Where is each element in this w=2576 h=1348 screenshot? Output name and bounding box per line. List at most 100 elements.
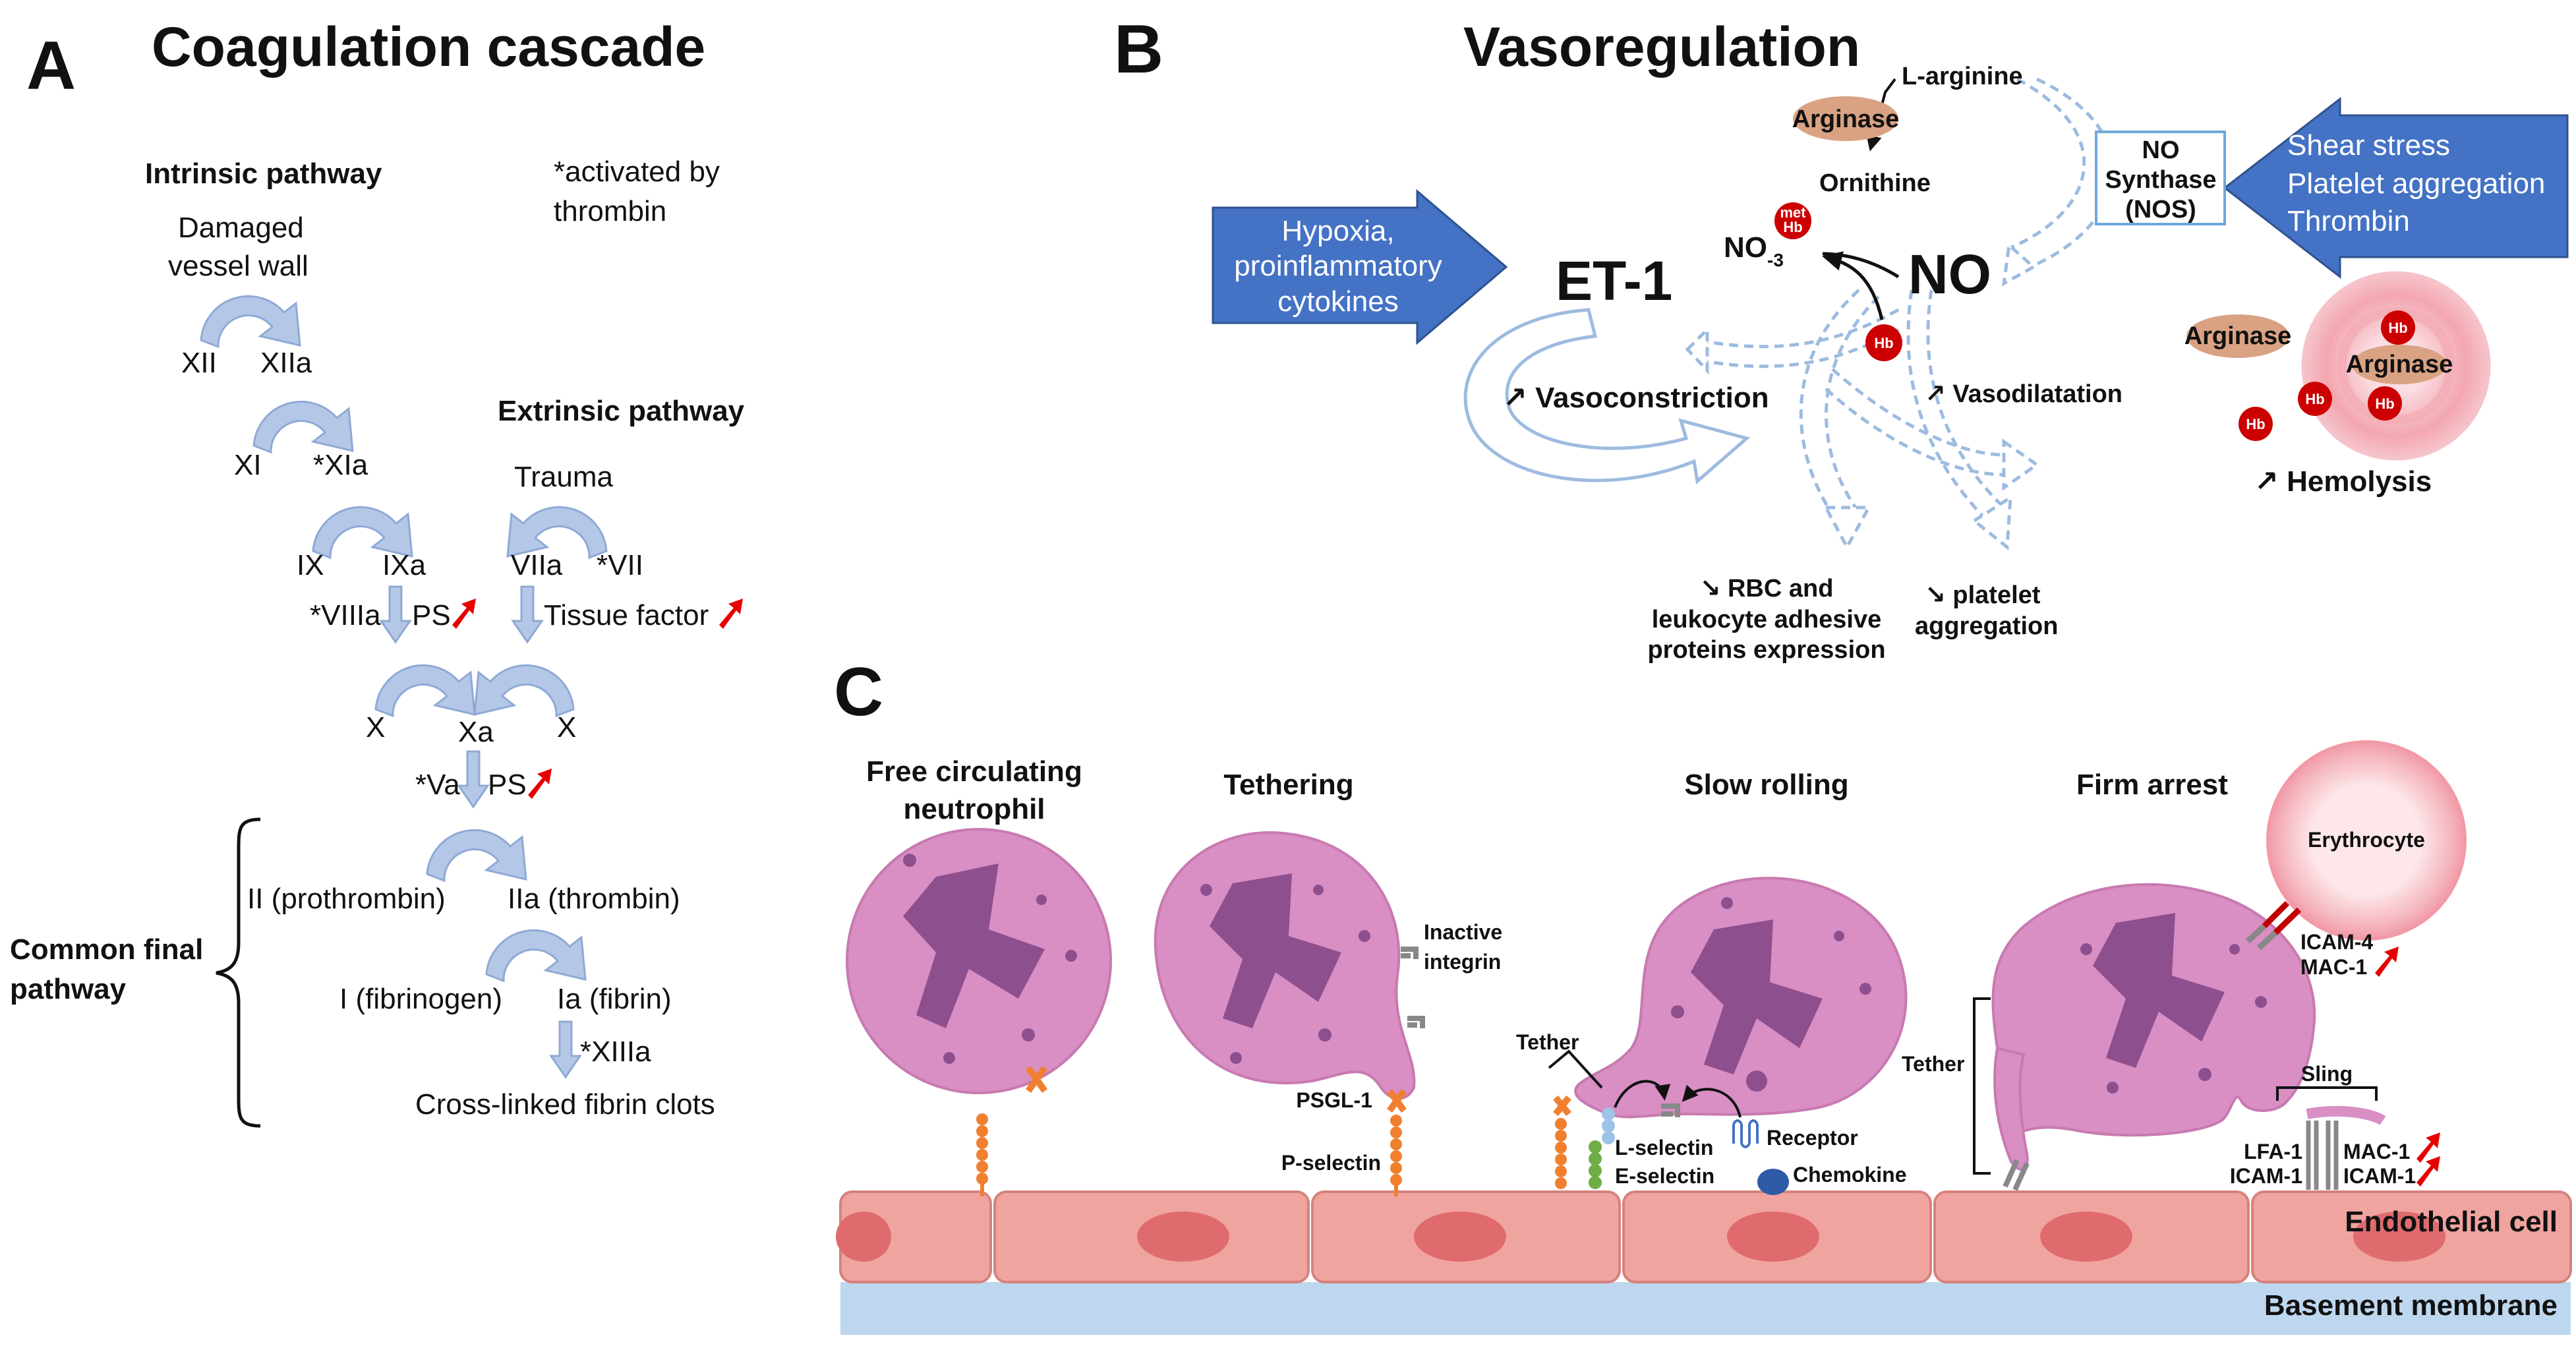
arginase-inside-label: Arginase	[2346, 351, 2453, 378]
vasodilatation-label: ↗ Vasodilatation	[1925, 380, 2122, 408]
rbc-line3: proteins expression	[1647, 636, 1885, 664]
factor-x-left: X	[366, 711, 385, 744]
common-pathway-line1: Common final	[10, 933, 203, 966]
nos-line1: NO	[2142, 136, 2180, 164]
panel-b-title: Vasoregulation	[1463, 16, 1860, 78]
intrinsic-pathway-title: Intrinsic pathway	[145, 158, 382, 190]
panel-b: B Vasoregulation Hypoxia, proinflammator…	[1114, 11, 2569, 664]
panel-c: C Free circulating neutrophil Tethering …	[834, 654, 2572, 1335]
hb-molecule-3	[2368, 386, 2402, 421]
down-arrow-xa	[457, 750, 489, 808]
hypoxia-line1: Hypoxia,	[1281, 215, 1394, 247]
signal-arrow-2	[1682, 1084, 1742, 1118]
tether-chain	[1553, 1095, 1571, 1189]
l-selectin-label: L-selectin	[1615, 1136, 1713, 1159]
cascade-arrow-xi	[252, 400, 354, 454]
factor-xi: XI	[234, 449, 262, 481]
vasoconstriction-label: ↗ Vasoconstriction	[1503, 382, 1769, 414]
endothelial-cell-label: Endothelial cell	[2345, 1206, 2558, 1238]
down-arrow-fibrin	[550, 1020, 581, 1078]
nos-line2: Synthase	[2105, 166, 2217, 194]
shear-line1: Shear stress	[2287, 129, 2450, 161]
hb-label-1: Hb	[2388, 320, 2407, 336]
factor-x-right: X	[557, 711, 576, 744]
icam4-mac1-bond	[2245, 900, 2302, 951]
erythrocyte-label: Erythrocyte	[2308, 828, 2425, 852]
p-selectin-chain-1	[976, 1113, 988, 1196]
arginase-free-label: Arginase	[2184, 322, 2292, 350]
activated-note-line2: thrombin	[554, 195, 666, 227]
methb-molecule	[1774, 202, 1811, 239]
factor-viia: VIIa	[511, 549, 563, 581]
factor-ixa: IXa	[382, 549, 426, 581]
panel-c-letter: C	[834, 654, 883, 730]
hb-molecule-no	[1865, 324, 1902, 361]
endothelium	[839, 1190, 2572, 1283]
psgl1-tethering	[1386, 1089, 1407, 1113]
receptor-label: Receptor	[1767, 1126, 1858, 1150]
hypoxia-arrow	[1212, 189, 1508, 345]
tissue-factor-label: Tissue factor	[544, 599, 709, 631]
icam1-label-a: ICAM-1	[2230, 1164, 2302, 1188]
rolling-integrin	[1661, 1103, 1680, 1117]
p-selectin-chain-2	[1390, 1115, 1402, 1196]
factor-xii: XII	[181, 347, 217, 379]
signal-arrow-1	[1614, 1080, 1671, 1108]
factor-va: *Va	[415, 769, 460, 801]
increase-arrow-mac1	[2375, 947, 2399, 977]
down-arrow-viia	[512, 585, 543, 643]
sling	[2306, 1105, 2386, 1125]
icam1-label-b: ICAM-1	[2343, 1164, 2416, 1188]
factor-xa: Xa	[458, 716, 494, 748]
hb-molecule-4	[2239, 407, 2273, 441]
tether-label-2: Tether	[1902, 1052, 1964, 1076]
panel-a-letter: A	[26, 28, 76, 104]
prothrombin-label: II (prothrombin)	[247, 883, 446, 915]
hypoxia-line2: proinflammatory	[1234, 250, 1442, 282]
nos-box	[2095, 131, 2226, 225]
platelet-line2: aggregation	[1915, 612, 2058, 640]
l-arginine-label: L-arginine	[1902, 63, 2023, 90]
basement-membrane-label: Basement membrane	[2264, 1289, 2558, 1322]
neutrophil-free	[846, 828, 1112, 1094]
hb-label-no: Hb	[1874, 335, 1893, 351]
increase-arrow-tissue-factor	[719, 599, 743, 629]
e-selectin	[1589, 1140, 1602, 1189]
neutrophil-rolling	[1574, 877, 1908, 1119]
methb-label-top: met	[1780, 204, 1806, 221]
ps-label-1: PS	[412, 599, 451, 631]
chemokine-receptor	[1732, 1119, 1759, 1148]
cascade-arrow-prothrombin	[426, 829, 527, 882]
fibrin-clots-label: Cross-linked fibrin clots	[415, 1088, 715, 1121]
stage-tethering: Tethering	[1223, 769, 1353, 801]
factor-viiia: *VIIIa	[310, 599, 381, 631]
lfa1-label: LFA-1	[2244, 1140, 2302, 1163]
ps-label-2: PS	[488, 769, 527, 801]
fibrinogen-label: I (fibrinogen)	[339, 983, 502, 1015]
factor-xiiia: *XIIIa	[580, 1036, 651, 1068]
stage-free-line1: Free circulating	[866, 755, 1082, 788]
cascade-arrow-x-right	[473, 664, 575, 717]
rbc-line2: leukocyte adhesive	[1652, 606, 1882, 633]
hb-molecule-1	[2381, 310, 2415, 345]
ornithine-label: Ornithine	[1819, 169, 1931, 197]
factor-vii: *VII	[597, 549, 643, 581]
inactive-integrins	[1401, 947, 1425, 1028]
tether-anchor-integrin	[2003, 1159, 2030, 1191]
et1-cycle-arrow	[1463, 308, 1751, 484]
arginase-inside	[2352, 345, 2447, 384]
hb-label-3: Hb	[2375, 396, 2394, 412]
damaged-line1: Damaged	[178, 212, 304, 244]
chemokine	[1757, 1169, 1789, 1195]
shear-line2: Platelet aggregation	[2287, 167, 2545, 200]
common-pathway-brace	[216, 817, 261, 1128]
stage-firm-arrest: Firm arrest	[2076, 769, 2228, 801]
stage-free-line2: neutrophil	[903, 793, 1045, 825]
no-to-no3-arrow	[1822, 252, 1900, 279]
activated-note-line1: *activated by	[554, 156, 720, 188]
endothelial-nuclei	[836, 1212, 2445, 1262]
down-arrow-ixa	[380, 585, 411, 643]
et1-label: ET-1	[1556, 250, 1672, 312]
extrinsic-pathway-title: Extrinsic pathway	[498, 395, 745, 427]
erythrocyte	[2266, 740, 2467, 941]
